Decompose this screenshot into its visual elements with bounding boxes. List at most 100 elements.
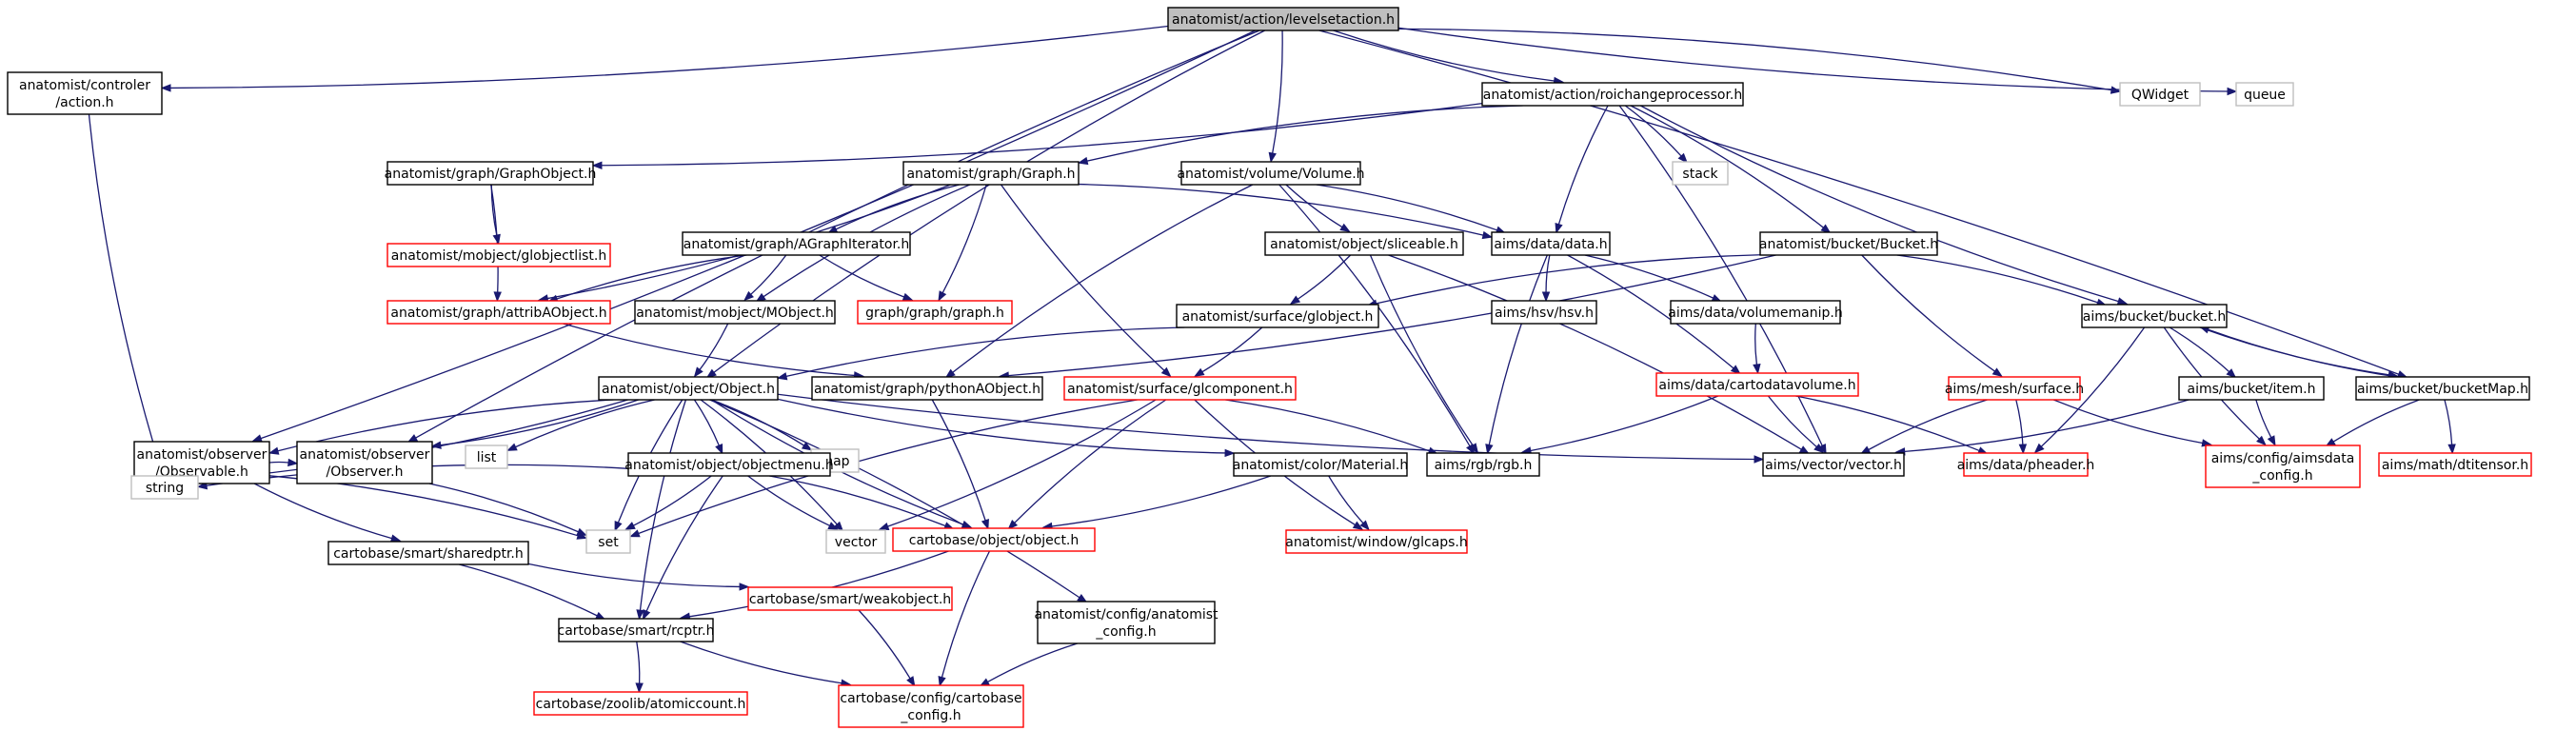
edge-root-to-controler_action [160, 25, 1169, 92]
edge-glcomponent-to-rgb [1225, 399, 1439, 455]
node-pheader[interactable]: aims/data/pheader.h [1957, 452, 2095, 477]
node-label: cartobase/object/object.h [909, 533, 1080, 548]
node-glcaps[interactable]: anatomist/window/glcaps.h [1285, 529, 1468, 554]
edge-object-to-anaconfig [709, 399, 1088, 603]
node-label: aims/bucket/bucketMap.h [2357, 382, 2528, 397]
node-agraphiterator[interactable]: anatomist/graph/AGraphIterator.h [682, 231, 911, 256]
node-controler_action[interactable]: anatomist/controler/action.h [7, 71, 163, 115]
node-label: cartobase/config/cartobase [840, 691, 1021, 706]
node-atomiccount[interactable]: cartobase/zoolib/atomiccount.h [533, 691, 748, 716]
node-box [1285, 529, 1468, 554]
node-cartoconfig[interactable]: cartobase/config/cartobase _config.h [838, 684, 1024, 728]
node-bucketB[interactable]: anatomist/bucket/Bucket.h [1759, 231, 1938, 256]
node-label: cartobase/smart/sharedptr.h [333, 546, 524, 562]
node-bucket[interactable]: aims/bucket/bucket.h [2081, 304, 2228, 328]
node-observer[interactable]: anatomist/observer/Observer.h [296, 441, 433, 484]
edge-bucketB-to-globject [1366, 254, 1761, 307]
node-data[interactable]: aims/data/data.h [1491, 231, 1611, 256]
node-stack[interactable]: stack [1672, 161, 1729, 186]
node-globject[interactable]: anatomist/surface/globject.h [1176, 304, 1379, 328]
node-sliceable[interactable]: anatomist/object/sliceable.h [1264, 231, 1464, 256]
edge-agraphiterator-to-mobject [743, 254, 787, 302]
node-label: _config.h [900, 708, 961, 723]
node-label: cartobase/smart/weakobject.h [749, 592, 951, 607]
node-root[interactable]: anatomist/action/levelsetaction.h [1167, 7, 1399, 31]
node-label: string [146, 481, 184, 496]
node-string[interactable]: string [130, 475, 199, 500]
node-graphgraph[interactable]: graph/graph/graph.h [857, 300, 1013, 325]
edge-cartodatavolume-to-vector [1767, 395, 1825, 454]
edge-controler_action-to-string [88, 113, 165, 478]
node-rgb[interactable]: aims/rgb/rgb.h [1426, 452, 1540, 477]
node-set[interactable]: set [585, 529, 631, 554]
node-box [1063, 376, 1297, 401]
node-anaconfig[interactable]: anatomist/config/anatomist_config.h [1034, 601, 1219, 644]
edge-data-to-volumemanip [1584, 254, 1723, 303]
node-graphobject[interactable]: anatomist/graph/GraphObject.h [385, 161, 597, 186]
node-objectmenu[interactable]: anatomist/object/objectmenu.h [624, 452, 834, 477]
edge-roichange-to-bucket [1639, 105, 2129, 306]
node-sharedptr[interactable]: cartobase/smart/sharedptr.h [327, 541, 529, 565]
node-pythonaobject[interactable]: anatomist/graph/pythonAObject.h [811, 376, 1043, 401]
node-box [296, 441, 433, 484]
edge-material-to-glcaps [1328, 475, 1370, 531]
node-box [585, 529, 631, 554]
edge-sliceable-to-rgb [1369, 254, 1479, 454]
node-box [838, 684, 1024, 728]
node-dtitensor[interactable]: aims/math/dtitensor.h [2378, 452, 2532, 477]
node-label: aims/bucket/bucket.h [2083, 309, 2227, 325]
node-queue[interactable]: queue [2235, 82, 2294, 107]
node-volumemanip[interactable]: aims/data/volumemanip.h [1668, 300, 1843, 325]
edge-item-to-aimsdataconfig [2255, 399, 2276, 446]
node-box [386, 161, 594, 186]
node-qwidget[interactable]: QWidget [2119, 82, 2201, 107]
edge-agraphiterator-to-graphgraph [819, 254, 914, 301]
node-box [2081, 304, 2228, 328]
node-rcptr[interactable]: cartobase/smart/rcptr.h [558, 618, 715, 642]
node-bucketmap[interactable]: aims/bucket/bucketMap.h [2355, 376, 2530, 401]
node-box [682, 231, 911, 256]
node-weakobject[interactable]: cartobase/smart/weakobject.h [747, 586, 953, 611]
node-box [2235, 82, 2294, 107]
node-meshsurface[interactable]: aims/mesh/surface.h [1945, 376, 2084, 401]
node-label: aims/config/aimsdata [2211, 451, 2355, 466]
node-box [533, 691, 748, 716]
edge-bucket-to-bucketmap [2199, 326, 2399, 379]
edge-root-to-roichange [1333, 30, 1564, 86]
node-globjectlist[interactable]: anatomist/mobject/globjectlist.h [386, 243, 611, 267]
node-stdvector[interactable]: vector [825, 529, 886, 554]
node-attribaobject[interactable]: anatomist/graph/attribAObject.h [386, 300, 611, 325]
node-vector[interactable]: aims/vector/vector.h [1762, 452, 1905, 477]
edge-bucketB-to-pythonaobject [998, 254, 1776, 380]
node-label: anatomist/controler [19, 78, 150, 93]
node-label: stack [1682, 167, 1718, 182]
edge-graph-to-glcomponent [1001, 184, 1172, 378]
node-cartodatavolume[interactable]: aims/data/cartodatavolume.h [1655, 372, 1859, 397]
node-glcomponent[interactable]: anatomist/surface/glcomponent.h [1063, 376, 1297, 401]
node-label: anatomist/mobject/MObject.h [636, 306, 834, 321]
node-graph[interactable]: anatomist/graph/Graph.h [902, 161, 1080, 186]
node-material[interactable]: anatomist/color/Material.h [1233, 452, 1409, 477]
edge-roichange-to-graph [1077, 105, 1523, 166]
node-item[interactable]: aims/bucket/item.h [2178, 376, 2325, 401]
node-label: anatomist/observer [137, 447, 268, 463]
edge-roichange-to-vector [1618, 105, 1827, 455]
edge-root-to-volume [1268, 30, 1283, 164]
edge-bucketmap-to-dtitensor [2444, 399, 2456, 455]
edge-graph-to-data [1078, 183, 1494, 240]
node-label: anatomist/config/anatomist [1034, 607, 1219, 622]
edge-roichange-to-data [1555, 105, 1609, 234]
node-list[interactable]: list [465, 445, 508, 469]
node-label: anatomist/graph/attribAObject.h [390, 306, 606, 321]
node-mobject[interactable]: anatomist/mobject/MObject.h [634, 300, 836, 325]
node-box [386, 300, 611, 325]
node-cartoobject[interactable]: cartobase/object/object.h [892, 527, 1096, 552]
node-label: /Observer.h [327, 464, 404, 480]
node-volume[interactable]: anatomist/volume/Volume.h [1177, 161, 1365, 186]
node-hsv[interactable]: aims/hsv/hsv.h [1491, 300, 1597, 325]
node-object[interactable]: anatomist/object/Object.h [598, 376, 779, 401]
node-aimsdataconfig[interactable]: aims/config/aimsdata_config.h [2205, 445, 2361, 488]
node-roichange[interactable]: anatomist/action/roichangeprocessor.h [1481, 82, 1744, 107]
edges-layer [88, 25, 2456, 694]
node-box [1762, 452, 1905, 477]
